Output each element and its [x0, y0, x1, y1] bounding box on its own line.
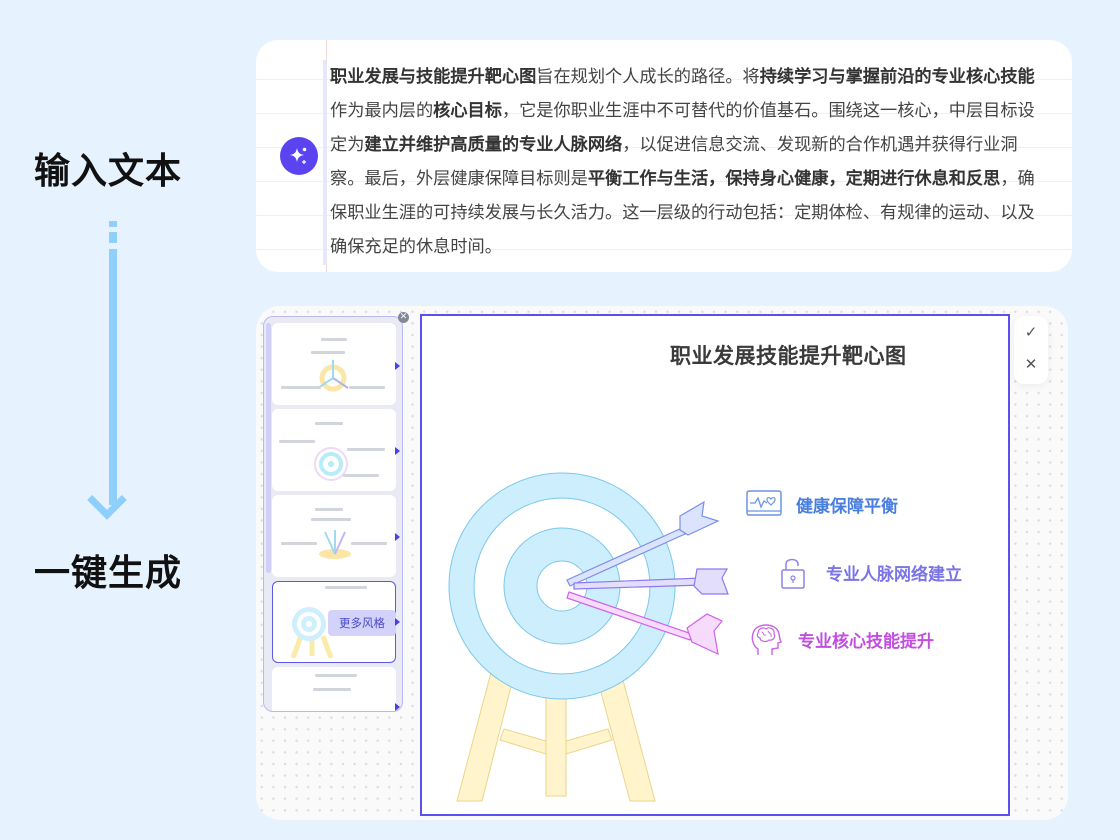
one-click-generate-label: 一键生成: [34, 553, 183, 594]
thumbnail-2-arrow-icon: [395, 447, 400, 455]
input-text-card[interactable]: 职业发展与技能提升靶心图旨在规划个人成长的路径。将持续学习与掌握前沿的专业核心技…: [256, 40, 1072, 272]
text-run: 旨在规划个人成长的路径。将: [536, 67, 760, 87]
legend-item-health: 健康保障平衡: [746, 486, 898, 522]
sparkle-icon[interactable]: [280, 137, 318, 175]
unlock-icon: [781, 558, 805, 589]
more-styles-button[interactable]: 更多风格: [328, 610, 396, 636]
flow-dash-2: [109, 232, 117, 243]
text-run: 作为最内层的: [330, 101, 434, 121]
flow-dash-1: [109, 221, 117, 227]
text-run: ，确保职业生涯的可持续发展与长久活力。这一层级的行动包括：定期体检、有规律的运动…: [330, 169, 1035, 257]
check-icon: ✓: [1024, 323, 1038, 341]
close-icon: ✕: [1024, 355, 1038, 373]
down-arrow-icon: [87, 480, 127, 520]
brain-head-icon: [751, 624, 782, 655]
style-thumbnail-1[interactable]: [272, 323, 396, 405]
legend-item-skills: 专业核心技能提升: [748, 621, 934, 657]
thumbnail-4-arrow-icon: [395, 618, 400, 626]
canvas-title: 职业发展技能提升靶心图: [670, 344, 907, 368]
target-illustration: [448, 472, 729, 802]
thumbnail-1-arrow-icon: [395, 362, 400, 370]
bold-text-run: 职业发展与技能提升靶心图: [330, 67, 537, 87]
bold-text-run: 平衡工作与生活，保持身心健康，定期进行休息和反思: [587, 169, 1001, 189]
style-thumbnail-panel[interactable]: 更多风格: [263, 316, 403, 712]
bold-text-run: 建立并维护高质量的专业人脉网络: [364, 135, 623, 155]
cancel-button[interactable]: ✕: [1014, 348, 1048, 380]
bold-text-run: 持续学习与掌握前沿的专业核心技能: [759, 67, 1035, 87]
legend-label-network: 专业人脉网络建立: [826, 564, 962, 585]
input-text-body[interactable]: 职业发展与技能提升靶心图旨在规划个人成长的路径。将持续学习与掌握前沿的专业核心技…: [330, 60, 1042, 264]
health-monitor-icon: [746, 490, 782, 516]
flow-line: [109, 249, 117, 505]
style-thumbnail-2[interactable]: [272, 409, 396, 491]
style-thumbnail-3[interactable]: [272, 495, 396, 577]
result-actions: ✓ ✕: [1014, 316, 1048, 384]
close-circle-icon[interactable]: ✕: [398, 312, 409, 323]
legend-item-network: 专业人脉网络建立: [776, 554, 962, 590]
legend-label-health: 健康保障平衡: [796, 496, 898, 517]
text-run: ，它是你职业生涯中不可替代的价值基石。围绕这一核心，中层目标设定为: [330, 101, 1035, 155]
thumbnail-5-arrow-icon: [395, 703, 400, 711]
legend-label-skills: 专业核心技能提升: [798, 631, 934, 652]
text-run: ，以促进信息交流、发现新的合作机遇并获得行业洞察。最后，外层健康保障目标则是: [330, 135, 1018, 189]
text-accent-bar: [323, 60, 327, 265]
confirm-button[interactable]: ✓: [1014, 316, 1048, 348]
style-thumbnail-5[interactable]: [272, 667, 396, 711]
generated-canvas[interactable]: 职业发展技能提升靶心图: [420, 314, 1010, 816]
generated-result-card: 更多风格 ✕ 职业发展技能提升靶心图: [256, 306, 1068, 820]
thumbnail-3-arrow-icon: [395, 533, 400, 541]
input-text-label: 输入文本: [34, 151, 183, 192]
bold-text-run: 核心目标: [433, 101, 502, 121]
thumbnail-scrollbar[interactable]: [266, 323, 271, 573]
